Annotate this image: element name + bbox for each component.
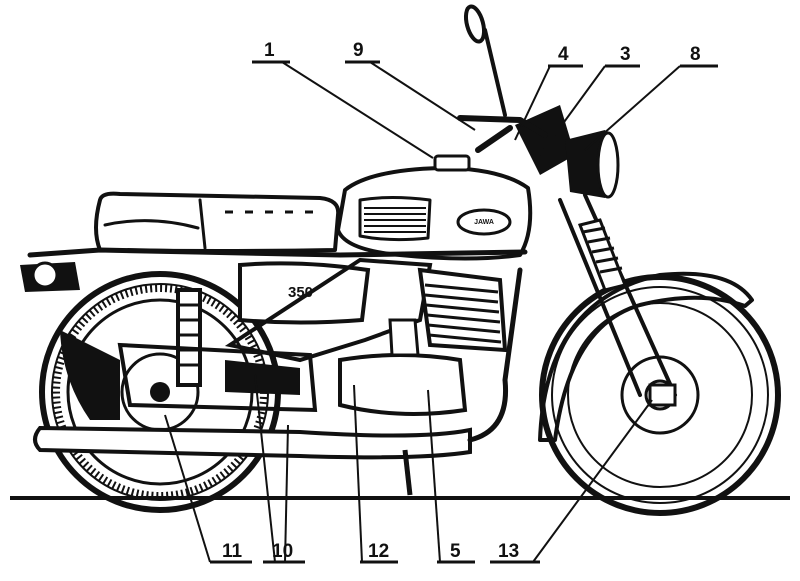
frame: 350 [20,247,528,363]
callout-4: 4 [558,44,569,65]
callout-3: 3 [620,44,631,65]
kickstand [402,449,413,496]
handlebar [457,4,548,153]
callout-12: 12 [368,541,389,562]
headlight [515,105,620,199]
leader-lines [164,60,718,564]
fuel-tank: JAWA [336,154,533,261]
exhaust [33,267,523,460]
callout-11: 11 [222,541,243,562]
rear-shock [176,288,202,387]
callout-9: 9 [353,40,364,61]
tank-badge: JAWA [474,219,494,226]
front-fork [558,193,677,407]
callout-5: 5 [450,541,461,562]
engine [338,267,508,416]
front-fender [538,271,754,442]
callout-1: 1 [264,40,275,61]
seat [94,191,341,253]
callout-13: 13 [498,541,519,562]
callout-8: 8 [690,44,701,65]
callout-10: 10 [272,541,293,562]
swingarm [117,342,318,413]
